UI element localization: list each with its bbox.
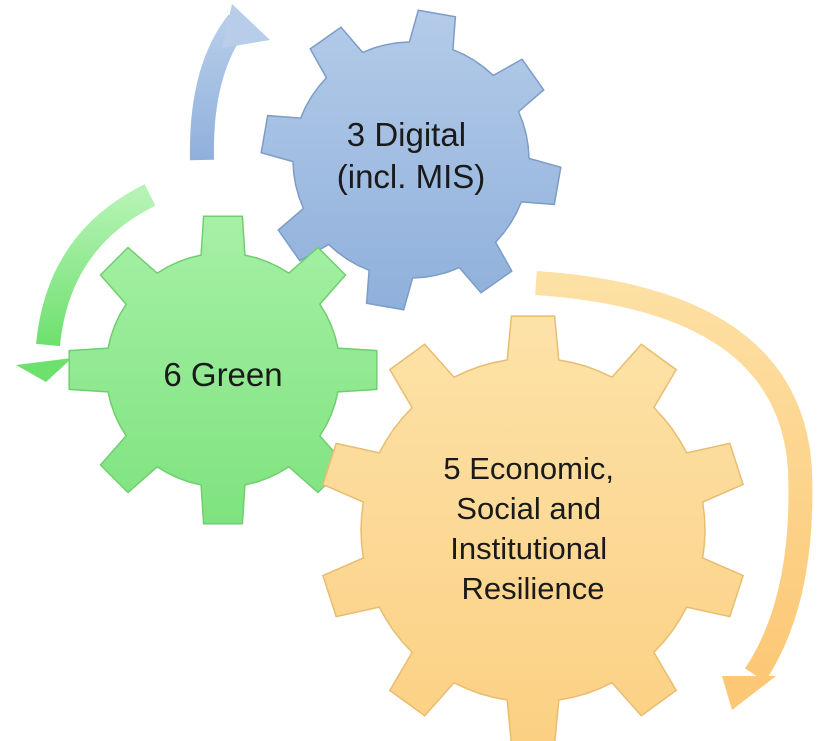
gear-digital-label: 3 Digital (incl. MIS) — [337, 116, 486, 195]
gear-resilience-line-2: Social and — [456, 491, 601, 526]
green-cycle-arrow — [16, 184, 156, 382]
gear-green-shape — [68, 215, 378, 525]
gear-digital-line-1: 3 Digital — [347, 116, 466, 153]
gear-resilience: 5 Economic, Social and Institutional Res… — [321, 315, 745, 741]
gear-resilience-line-4: Resilience — [461, 571, 604, 606]
orange-cycle-arrow — [535, 271, 813, 710]
gear-digital-shape — [260, 9, 562, 311]
gear-resilience-line-3: Institutional — [450, 531, 607, 566]
gear-digital-line-2: (incl. MIS) — [337, 158, 486, 195]
gear-green: 6 Green — [68, 215, 378, 525]
gear-resilience-shape — [321, 315, 745, 741]
gear-green-label: 6 Green — [163, 356, 282, 393]
gear-resilience-label: 5 Economic, Social and Institutional Res… — [443, 451, 622, 606]
gear-green-line-1: 6 Green — [163, 356, 282, 393]
gear-digital: 3 Digital (incl. MIS) — [260, 9, 562, 311]
gear-resilience-line-1: 5 Economic, — [443, 451, 614, 486]
blue-cycle-arrow — [189, 4, 270, 161]
